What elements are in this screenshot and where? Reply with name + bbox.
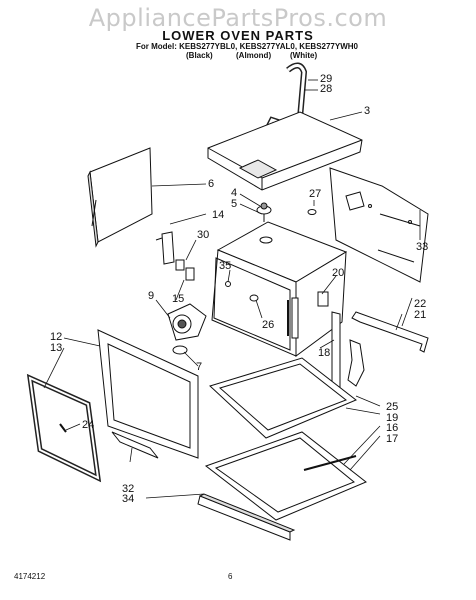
color-almond: (Almond) xyxy=(236,51,272,60)
callout-13: 13 xyxy=(50,342,62,354)
callout-20: 20 xyxy=(332,267,344,279)
callout-5: 5 xyxy=(231,198,237,210)
callout-16: 16 xyxy=(386,422,398,434)
callout-28: 28 xyxy=(320,83,332,95)
callout-15: 15 xyxy=(172,293,184,305)
document-number: 4174212 xyxy=(14,572,46,581)
callout-30: 30 xyxy=(197,229,209,241)
callout-9: 9 xyxy=(148,290,154,302)
callout-26: 26 xyxy=(262,319,274,331)
page-number: 6 xyxy=(228,572,233,581)
switch-parts xyxy=(155,231,195,281)
left-side-panel xyxy=(87,147,153,248)
callout-19: 19 xyxy=(386,412,398,424)
bottom-panel xyxy=(204,431,367,521)
color-black: (Black) xyxy=(186,51,213,60)
callout-33: 33 xyxy=(416,241,428,253)
callout-7: 7 xyxy=(196,361,202,373)
door-clip xyxy=(111,431,159,459)
leader-lines xyxy=(43,79,421,499)
callout-32: 32 xyxy=(122,483,134,495)
color-white: (White) xyxy=(290,51,318,60)
door-frame xyxy=(97,329,199,459)
oven-rack-panel xyxy=(209,357,357,439)
callout-27: 27 xyxy=(309,188,321,200)
callout-17: 17 xyxy=(386,433,398,445)
hinge-bracket xyxy=(331,311,365,389)
diagram-title: LOWER OVEN PARTS xyxy=(162,28,314,43)
top-panel xyxy=(207,111,363,191)
kick-plate xyxy=(197,493,296,541)
right-side-panel xyxy=(329,167,429,283)
lamp-assembly xyxy=(167,303,207,355)
watermark: AppliancePartsPros.com xyxy=(88,4,388,32)
oven-cavity xyxy=(211,221,348,357)
callout-24: 24 xyxy=(82,419,94,431)
model-numbers: For Model: KEBS277YBL0, KEBS277YAL0, KEB… xyxy=(136,42,358,51)
callout-21: 21 xyxy=(414,309,426,321)
support-rail xyxy=(351,311,429,353)
callout-4: 4 xyxy=(231,187,237,199)
callout-18: 18 xyxy=(318,347,330,359)
element-receptacle xyxy=(256,202,317,222)
callout-12: 12 xyxy=(50,331,62,343)
callout-34: 34 xyxy=(122,493,134,505)
callout-29: 29 xyxy=(320,73,332,85)
callout-6: 6 xyxy=(208,178,214,190)
door-gasket xyxy=(26,373,102,483)
callout-14: 14 xyxy=(212,209,224,221)
callout-25: 25 xyxy=(386,401,398,413)
callout-3: 3 xyxy=(364,105,370,117)
callout-numbers: 29 28 3 6 27 4 5 14 30 33 35 20 22 21 9 … xyxy=(50,73,428,505)
callout-35: 35 xyxy=(219,260,231,272)
callout-22: 22 xyxy=(414,298,426,310)
